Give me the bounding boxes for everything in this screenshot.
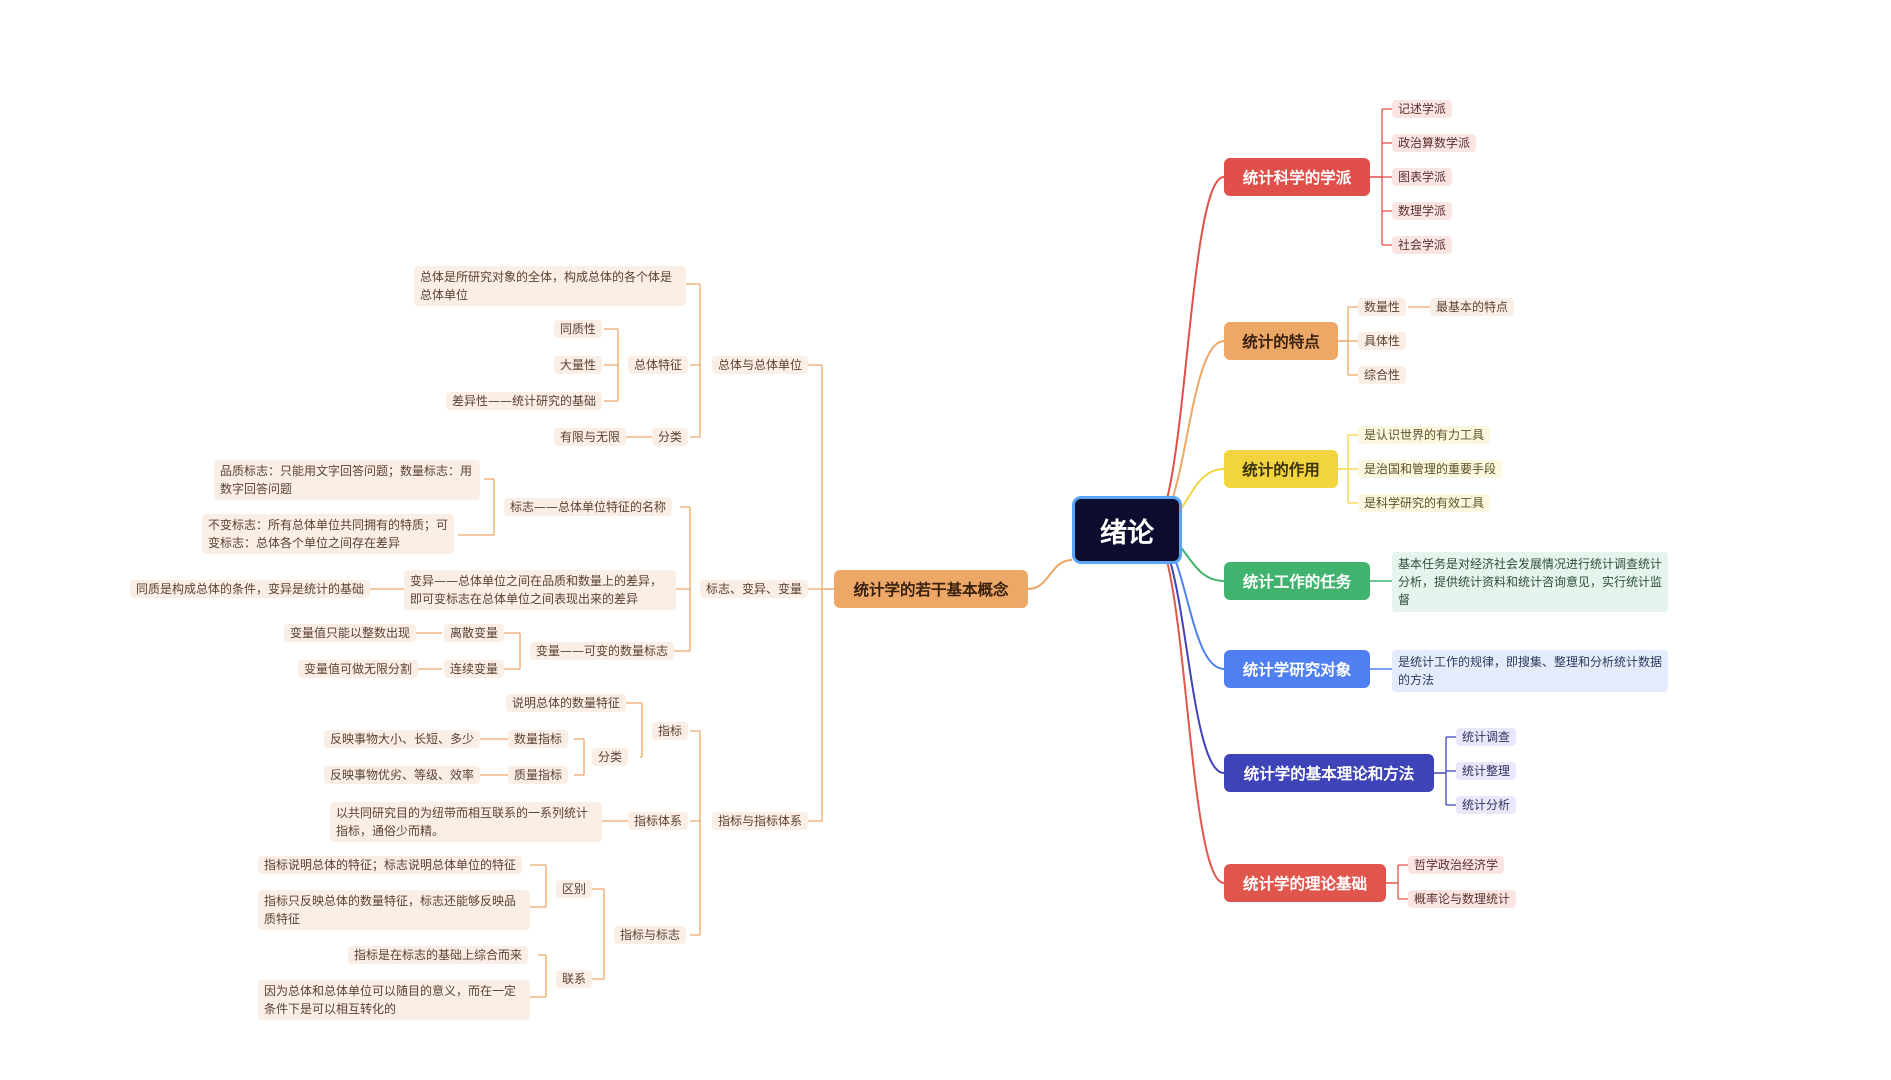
method-item[interactable]: 统计调查 <box>1456 728 1517 746</box>
branch-theory-basis[interactable]: 统计学的理论基础 <box>1224 864 1386 902</box>
concept-population[interactable]: 总体与总体单位 <box>712 356 809 374</box>
indicator-quality-note[interactable]: 反映事物优劣、等级、效率 <box>324 766 481 784</box>
variable-discrete-note[interactable]: 变量值只能以整数出现 <box>284 624 417 642</box>
connector <box>530 864 547 908</box>
population-feature[interactable]: 差异性——统计研究的基础 <box>446 392 603 410</box>
difference-item[interactable]: 指标说明总体的特征；标志说明总体单位的特征 <box>258 856 523 874</box>
difference-label[interactable]: 区别 <box>556 880 593 898</box>
root-node[interactable]: 绪论 <box>1072 496 1182 564</box>
school-item[interactable]: 记述学派 <box>1392 100 1453 118</box>
variable-discrete[interactable]: 离散变量 <box>444 624 505 642</box>
marker-sign[interactable]: 标志——总体单位特征的名称 <box>504 498 673 516</box>
connector <box>458 478 495 536</box>
feature-note[interactable]: 最基本的特点 <box>1430 298 1515 316</box>
feature-item[interactable]: 综合性 <box>1358 366 1407 384</box>
connector <box>574 738 585 776</box>
connector <box>1149 529 1225 884</box>
marker-sign-variability[interactable]: 不变标志：所有总体单位共同拥有的特质；可变标志：总体各个单位之间存在差异 <box>202 514 454 554</box>
basis-item[interactable]: 概率论与数理统计 <box>1408 890 1517 908</box>
branch-features[interactable]: 统计的特点 <box>1224 322 1338 360</box>
marker-variation[interactable]: 变异——总体单位之间在品质和数量上的差异，即可变标志在总体单位之间表现出来的差异 <box>404 570 676 610</box>
connector <box>530 954 547 998</box>
connector <box>808 364 823 822</box>
role-item[interactable]: 是科学研究的有效工具 <box>1358 494 1491 512</box>
indicator-definition[interactable]: 说明总体的数量特征 <box>506 694 627 712</box>
indicator-system-definition[interactable]: 以共同研究目的为纽带而相互联系的一系列统计指标，通俗少而精。 <box>330 802 602 842</box>
indicator-vs-marker[interactable]: 指标与标志 <box>614 926 687 944</box>
connector <box>626 702 643 758</box>
connector <box>686 283 701 438</box>
indicator-class-label[interactable]: 分类 <box>592 748 629 766</box>
connector <box>1027 559 1073 590</box>
branch-object[interactable]: 统计学研究对象 <box>1224 650 1370 688</box>
concept-marker[interactable]: 标志、变异、变量 <box>700 580 809 598</box>
connector <box>1149 529 1225 774</box>
indicator-quality[interactable]: 质量指标 <box>508 766 569 784</box>
school-item[interactable]: 图表学派 <box>1392 168 1453 186</box>
connector <box>690 730 701 936</box>
indicator-system-label[interactable]: 指标体系 <box>628 812 689 830</box>
tasks-detail[interactable]: 基本任务是对经济社会发展情况进行统计调查统计分析，提供统计资料和统计咨询意见，实… <box>1392 552 1668 612</box>
school-item[interactable]: 数理学派 <box>1392 202 1453 220</box>
link-item[interactable]: 因为总体和总体单位可以随目的意义，而在一定条件下是可以相互转化的 <box>258 980 530 1020</box>
connector <box>584 888 605 980</box>
connector <box>1347 434 1358 504</box>
population-definition[interactable]: 总体是所研究对象的全体，构成总体的各个体是总体单位 <box>414 266 686 306</box>
branch-basic-concepts[interactable]: 统计学的若干基本概念 <box>834 570 1028 608</box>
method-item[interactable]: 统计整理 <box>1456 762 1517 780</box>
role-item[interactable]: 是治国和管理的重要手段 <box>1358 460 1503 478</box>
marker-sign-quality[interactable]: 品质标志：只能用文字回答问题；数量标志：用数字回答问题 <box>214 460 480 500</box>
school-item[interactable]: 社会学派 <box>1392 236 1453 254</box>
concept-indicator[interactable]: 指标与指标体系 <box>712 812 809 830</box>
variable-continuous-note[interactable]: 变量值可做无限分割 <box>298 660 419 678</box>
connector <box>1381 108 1392 246</box>
population-class-value[interactable]: 有限与无限 <box>554 428 627 446</box>
branch-school[interactable]: 统计科学的学派 <box>1224 158 1370 196</box>
school-item[interactable]: 政治算数学派 <box>1392 134 1477 152</box>
role-item[interactable]: 是认识世界的有力工具 <box>1358 426 1491 444</box>
population-feature[interactable]: 大量性 <box>554 356 603 374</box>
indicator-label[interactable]: 指标 <box>652 722 689 740</box>
connector <box>1445 736 1456 806</box>
marker-variation-note[interactable]: 同质是构成总体的条件，变异是统计的基础 <box>130 580 371 598</box>
variable-continuous[interactable]: 连续变量 <box>444 660 505 678</box>
marker-variable[interactable]: 变量——可变的数量标志 <box>530 642 675 660</box>
method-item[interactable]: 统计分析 <box>1456 796 1517 814</box>
connector <box>1149 176 1225 531</box>
link-item[interactable]: 指标是在标志的基础上综合而来 <box>348 946 529 964</box>
connector <box>604 328 619 402</box>
population-class-label[interactable]: 分类 <box>652 428 689 446</box>
basis-item[interactable]: 哲学政治经济学 <box>1408 856 1505 874</box>
indicator-quantity-note[interactable]: 反映事物大小、长短、多少 <box>324 730 481 748</box>
population-features-label[interactable]: 总体特征 <box>628 356 689 374</box>
connector <box>1347 306 1358 376</box>
branch-role[interactable]: 统计的作用 <box>1224 450 1338 488</box>
branch-tasks[interactable]: 统计工作的任务 <box>1224 562 1370 600</box>
object-detail[interactable]: 是统计工作的规律，即搜集、整理和分析统计数据的方法 <box>1392 650 1668 692</box>
link-label[interactable]: 联系 <box>556 970 593 988</box>
connector <box>1397 864 1408 900</box>
branch-theory-method[interactable]: 统计学的基本理论和方法 <box>1224 754 1434 792</box>
population-feature[interactable]: 同质性 <box>554 320 603 338</box>
feature-item[interactable]: 具体性 <box>1358 332 1407 350</box>
feature-item[interactable]: 数量性 <box>1358 298 1407 316</box>
indicator-quantity[interactable]: 数量指标 <box>508 730 569 748</box>
difference-item[interactable]: 指标只反映总体的数量特征，标志还能够反映品质特征 <box>258 890 530 930</box>
connector <box>664 506 691 652</box>
